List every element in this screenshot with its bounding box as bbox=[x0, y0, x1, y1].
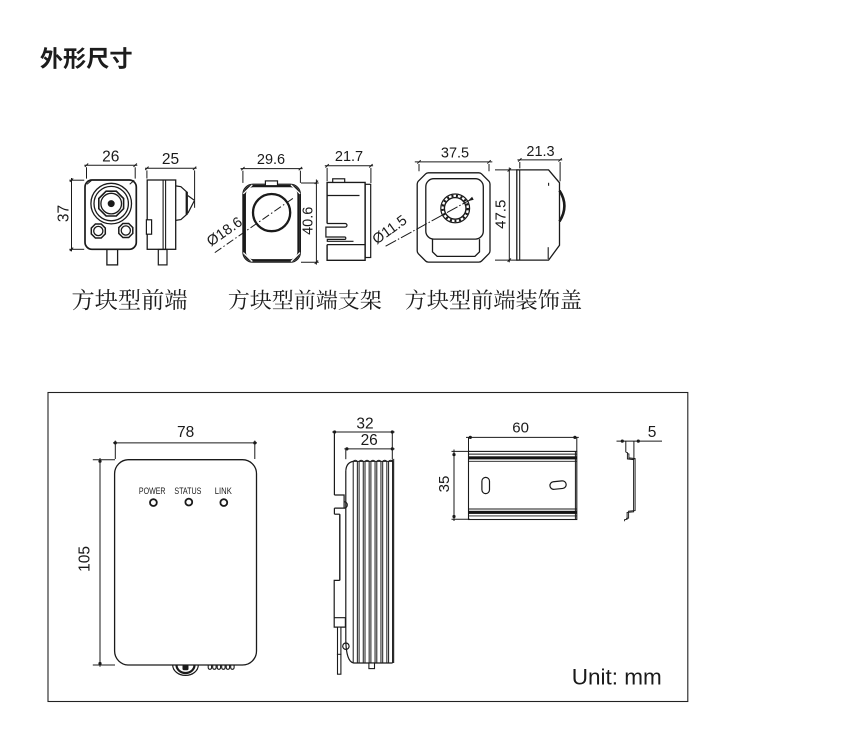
svg-text:21.3: 21.3 bbox=[526, 144, 554, 160]
svg-text:21.7: 21.7 bbox=[335, 149, 363, 165]
svg-text:5: 5 bbox=[648, 424, 657, 441]
svg-text:37: 37 bbox=[56, 205, 73, 222]
svg-text:78: 78 bbox=[177, 424, 194, 441]
svg-text:Ø11.5: Ø11.5 bbox=[370, 212, 411, 248]
svg-text:40.6: 40.6 bbox=[300, 207, 316, 235]
svg-text:35: 35 bbox=[436, 476, 453, 493]
svg-text:LINK: LINK bbox=[215, 486, 233, 497]
svg-text:Unit: mm: Unit: mm bbox=[572, 664, 662, 689]
svg-text:STATUS: STATUS bbox=[174, 486, 201, 497]
svg-text:37.5: 37.5 bbox=[441, 146, 469, 162]
svg-text:47.5: 47.5 bbox=[492, 200, 509, 229]
svg-text:105: 105 bbox=[76, 546, 93, 572]
svg-text:32: 32 bbox=[356, 415, 373, 432]
svg-text:Ø18.6: Ø18.6 bbox=[204, 214, 246, 250]
svg-text:60: 60 bbox=[512, 419, 529, 436]
svg-text:26: 26 bbox=[102, 149, 119, 166]
svg-text:29.6: 29.6 bbox=[257, 152, 285, 168]
svg-text:25: 25 bbox=[162, 151, 179, 168]
svg-text:26: 26 bbox=[361, 432, 378, 449]
svg-text:POWER: POWER bbox=[139, 486, 166, 497]
